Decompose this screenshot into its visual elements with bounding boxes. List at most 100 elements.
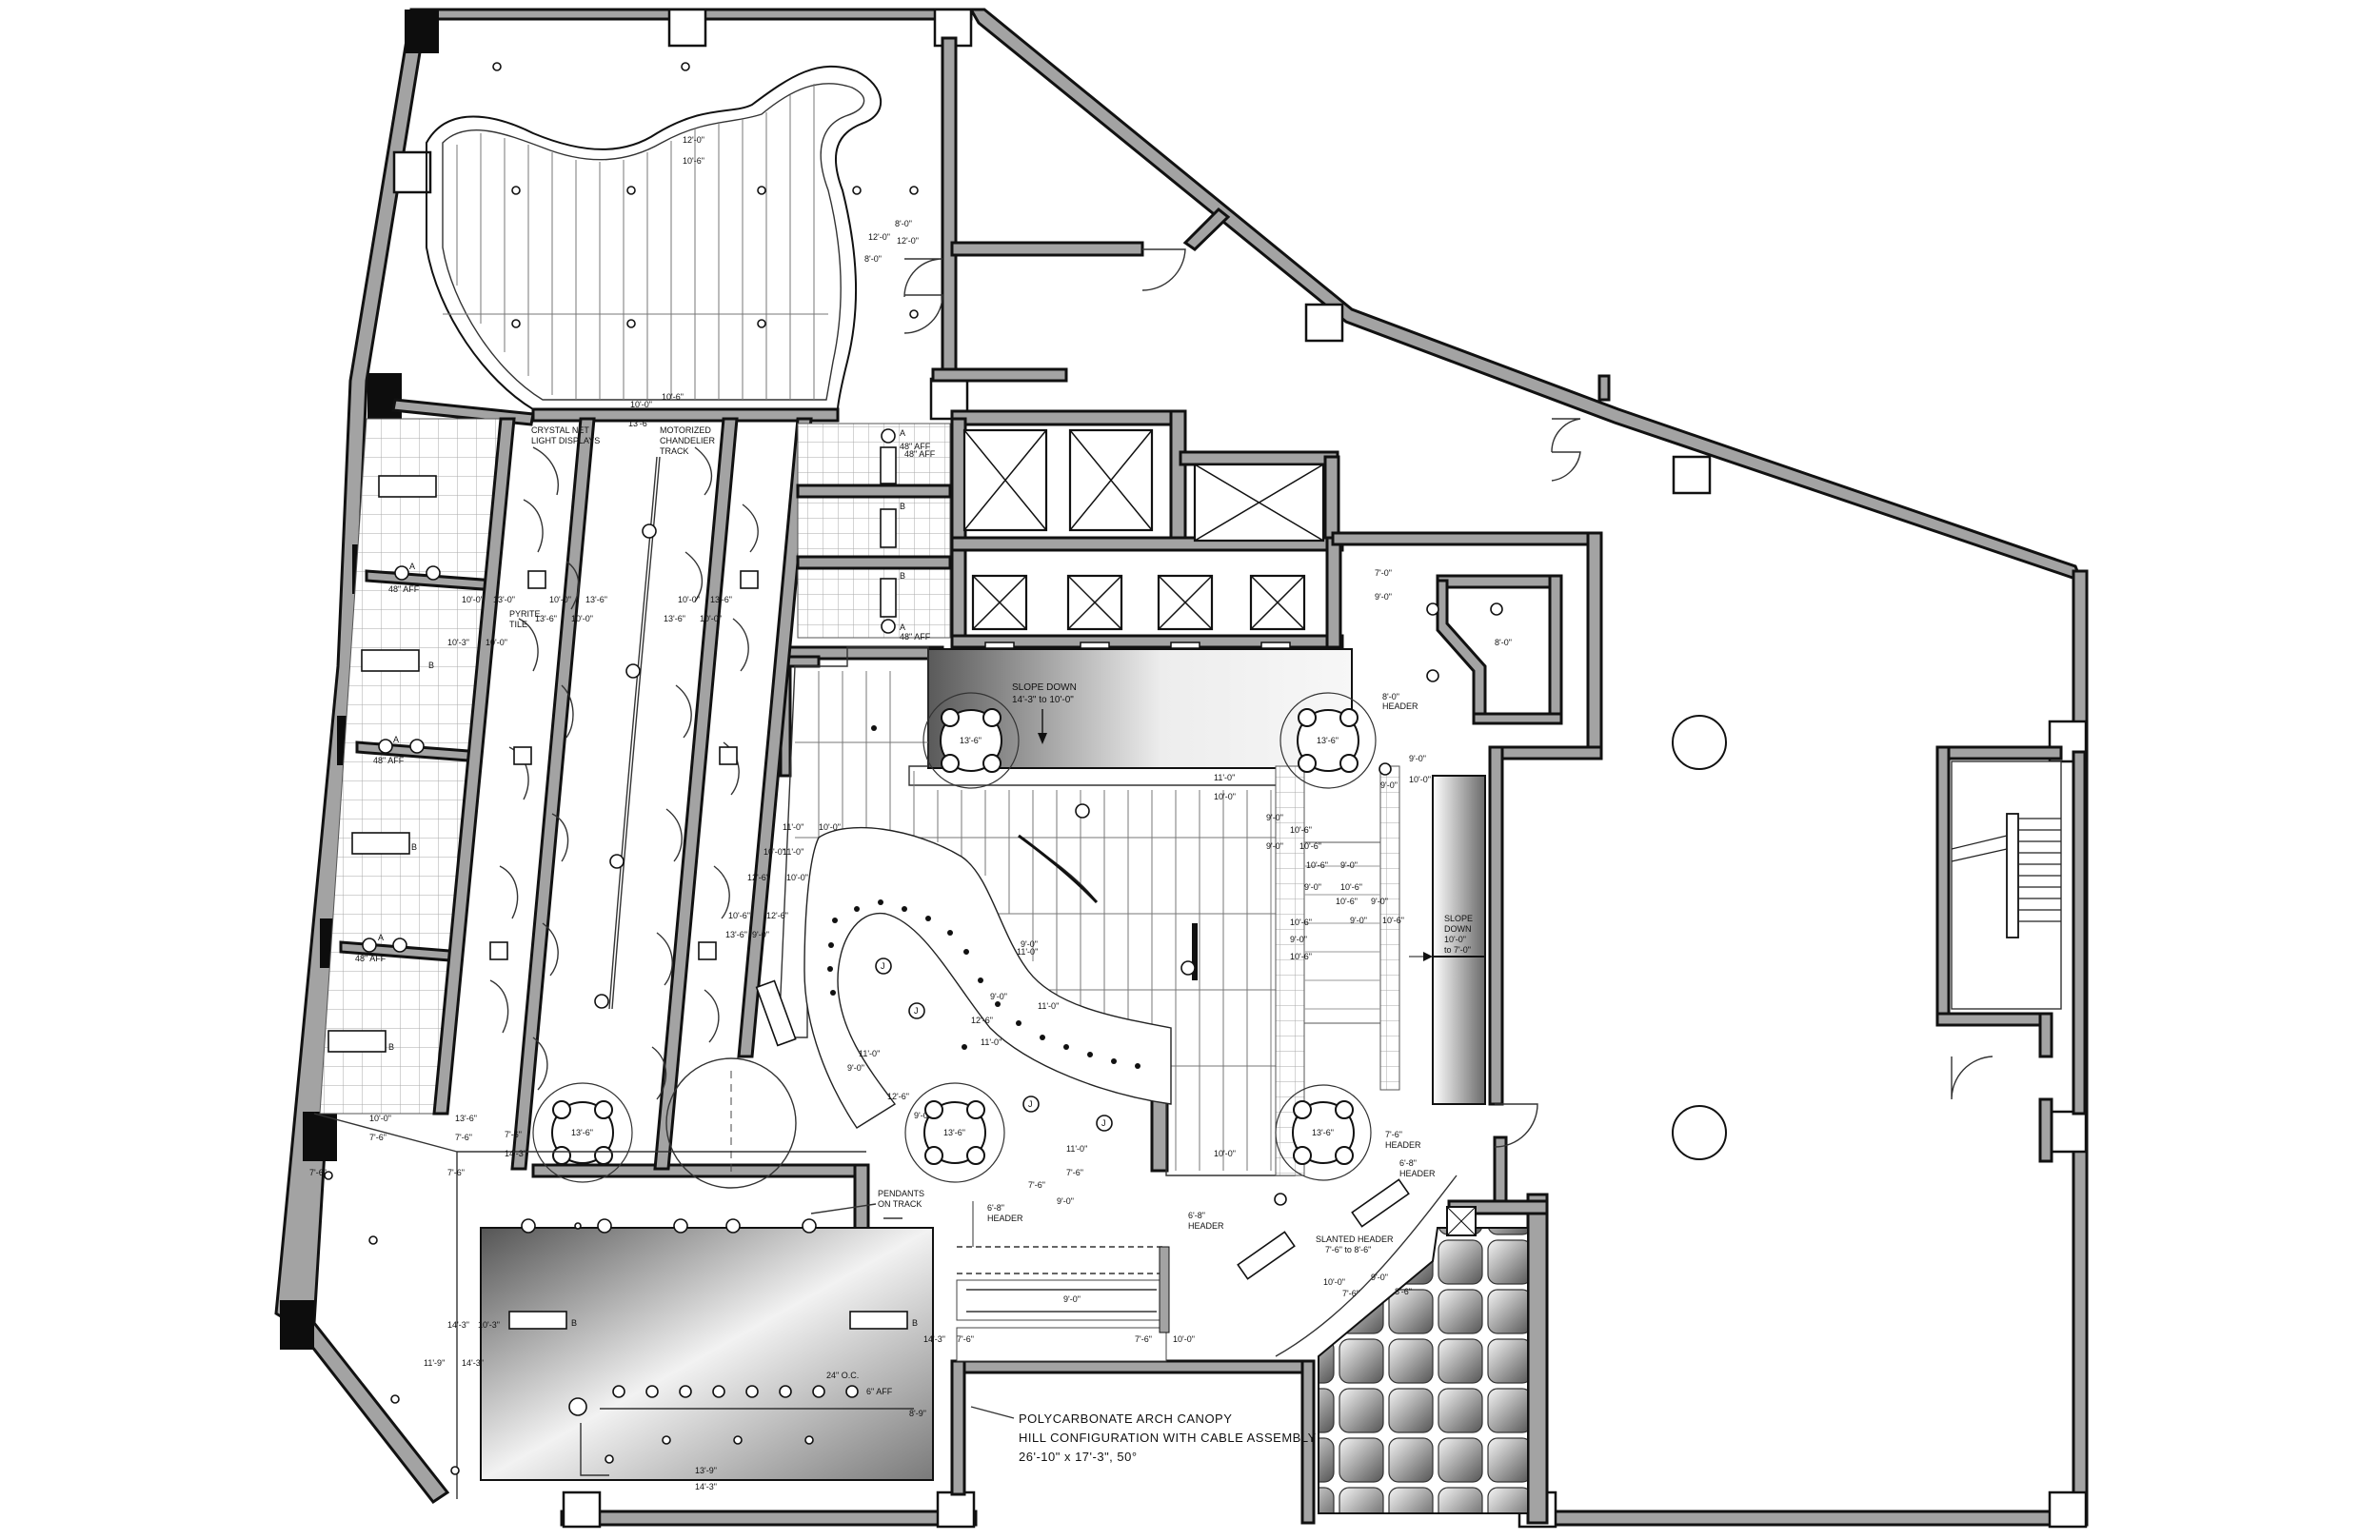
tag-b-4: B [571, 1318, 577, 1328]
canopy-note-line3: 26'-10" x 17'-3", 50° [1019, 1450, 1138, 1464]
pendant-lights [827, 725, 1140, 1069]
elevator-shafts [962, 428, 1325, 649]
note-on-track: ON TRACK [878, 1199, 922, 1209]
gallery-mid-height-c: 13'-6" [535, 614, 557, 623]
patio-door-height-c: 12'-0" [897, 236, 919, 246]
tile-strip: 48" AFF 48" AFF [796, 423, 952, 642]
tag-j-3: J [1028, 1099, 1033, 1109]
bar-height-f: 10'-0" [1173, 1334, 1195, 1344]
lounge-canopy: B B 24" O.C. 6" AFF 14'-3" 10'-3" 11'-9"… [309, 1113, 934, 1499]
east-height-m: 10'-6" [1290, 918, 1312, 927]
patio-door-height-d: 8'-0" [864, 254, 882, 264]
east-height-e: 10'-6" [1306, 860, 1328, 870]
gallery-left-height-c: 10'-3" [447, 638, 469, 647]
note-slope-side-range-a: 10'-0" [1444, 935, 1466, 944]
gallery-right-height-d: 10'-0" [700, 614, 722, 623]
gallery-left-height-b: 13'-0" [493, 595, 515, 604]
bar-height-i: 7'-6" [1028, 1180, 1045, 1190]
tag-b-6: B [900, 502, 905, 511]
center-height-l: 11'-0" [1038, 1001, 1059, 1011]
tag-b-5: B [912, 1318, 918, 1328]
header-height-b: 6'-8" [1188, 1211, 1205, 1220]
gallery-left-height-d: 10'-0" [486, 638, 507, 647]
note-slope-side2: DOWN [1444, 924, 1472, 934]
crystal-net-displays [489, 446, 759, 1100]
round-feature [665, 1057, 797, 1189]
center-height-p: 12'-6" [971, 1016, 993, 1025]
center-height-g: 10'-0" [786, 873, 808, 882]
center-height-t: 9'-0" [914, 1111, 931, 1120]
gallery-left-height-a: 10'-0" [462, 595, 484, 604]
note-slanted-header: SLANTED HEADER [1316, 1234, 1394, 1244]
east-room-height-d: 8'-0" [1382, 692, 1399, 701]
bottom-left-height-e: 7'-6" [505, 1130, 522, 1139]
patio-height-sub: 10'-6" [683, 156, 704, 166]
gallery-mid-height-d: 10'-0" [571, 614, 593, 623]
header-label-c: HEADER [1188, 1221, 1224, 1231]
patio-door-height-b: 12'-0" [868, 232, 890, 242]
bottom-left-height-d: 7'-6" [455, 1133, 472, 1142]
header-height-a: 6'-8" [987, 1203, 1004, 1213]
round-tables: 13'-6" 13'-6" 13'-6" 13'-6" [532, 692, 1377, 1183]
table-height-1: 13'-6" [960, 736, 982, 745]
header-label-a: HEADER [1382, 701, 1418, 711]
east-height-a: 10'-6" [1290, 825, 1312, 835]
bar-height-a: 9'-0" [1063, 1294, 1081, 1304]
gallery-top-height-b: 10'-6" [662, 392, 684, 402]
note-tile: TILE [509, 620, 527, 629]
bar-height-j: 9'-0" [1057, 1196, 1074, 1206]
bottom-left-height-c: 13'-6" [455, 1114, 477, 1123]
note-slanted-range: 7'-6" to 8'-6" [1325, 1245, 1371, 1254]
tag-b-3: B [388, 1042, 394, 1052]
east-ceiling: SLOPE DOWN 10'-0" to 7'-0" 10'-6" 9'-0" … [1266, 754, 1486, 1176]
east-room-height-b: 9'-0" [1375, 592, 1392, 602]
pyrite-tile-lights [489, 570, 759, 960]
center-height-o: 11'-0" [981, 1037, 1002, 1047]
slant-height-b: 7'-6" [1342, 1289, 1359, 1298]
note-motorized: MOTORIZED [660, 425, 711, 435]
tag-b-1: B [428, 661, 434, 670]
note-slope-side: SLOPE [1444, 914, 1473, 923]
note-track: TRACK [660, 446, 689, 456]
slant-height-a: 10'-0" [1323, 1277, 1345, 1287]
fixture-tags: A A A A A B B 48" AFF [378, 428, 936, 942]
tag-b-7: B [900, 571, 905, 581]
center-height-b: 10'-0" [819, 822, 841, 832]
gallery-top-height-c: 13'-6" [628, 419, 650, 428]
east-height-l: 10'-6" [1382, 916, 1404, 925]
bottom-height-f: 14'-3" [695, 1482, 717, 1491]
note-chandelier: CHANDELIER [660, 436, 716, 445]
round-columns [1672, 715, 1727, 1160]
east-height-n: 9'-0" [1290, 935, 1307, 944]
note-crystal-net: CRYSTAL NET [531, 425, 589, 435]
header-label-b: HEADER [987, 1214, 1023, 1223]
doors [903, 248, 1993, 1148]
bottom-height-d: 14'-3" [462, 1358, 484, 1368]
canopy-note: POLYCARBONATE ARCH CANOPY HILL CONFIGURA… [970, 1406, 1316, 1464]
header-label-d: HEADER [1385, 1140, 1421, 1150]
center-height-n: 9'-0" [1021, 939, 1038, 949]
left-gallery: 48" AFF 48" AFF 48" AFF B B B [319, 418, 504, 1115]
bottom-height-c: 11'-9" [424, 1358, 445, 1368]
aff-label-2: 48" AFF [373, 756, 405, 765]
patio-height-top: 12'-0" [683, 135, 704, 145]
center-height-k: 9'-0" [990, 992, 1007, 1001]
tag-b-2: B [411, 842, 417, 852]
center-height-u: 11'-0" [1214, 773, 1235, 782]
header-label-e: HEADER [1399, 1169, 1436, 1178]
patio-ceiling: 12'-0" 10'-6" 8'-0" 12'-0" 12'-0" 8'-0" [426, 62, 919, 410]
center-height-f: 12'-6" [747, 873, 769, 882]
bar-height-h: 7'-6" [1066, 1168, 1083, 1177]
east-height-i: 10'-6" [1336, 897, 1358, 906]
canopy-pendants [521, 1218, 817, 1234]
bottom-left-height-g: 7'-6" [309, 1168, 327, 1177]
aff-label-5: 48" AFF [900, 632, 931, 642]
center-slat-ceiling: J J J J 11'-0" 10'-0" 11'-0" 10'-0" 12'-… [725, 646, 1296, 1176]
tag-a-1: A [409, 562, 415, 571]
gallery-top-height-a: 10'-0" [630, 400, 652, 409]
note-slope-down-top: SLOPE DOWN [1012, 682, 1077, 693]
tag-j-1: J [881, 961, 885, 971]
bottom-left-height-a: 10'-0" [369, 1114, 391, 1123]
east-height-h: 10'-6" [1340, 882, 1362, 892]
header-height-d: 6'-8" [1399, 1158, 1417, 1168]
